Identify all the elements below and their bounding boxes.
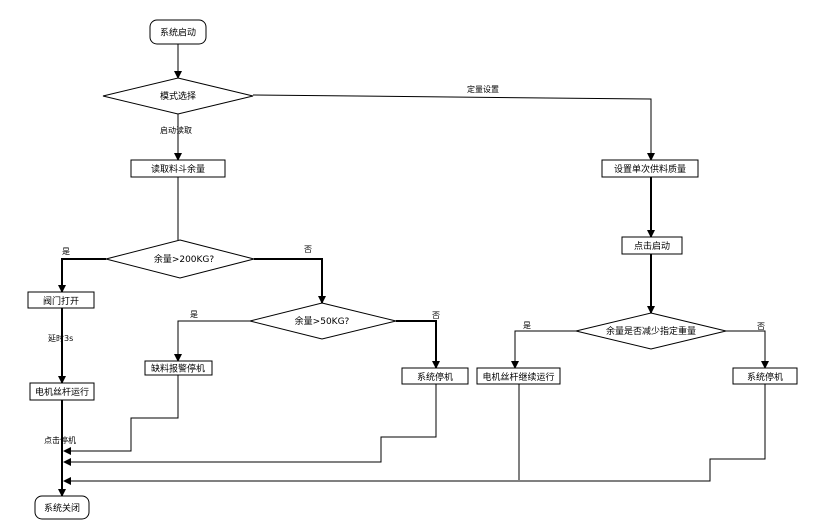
node-check-200: 余量>200KG? bbox=[105, 239, 255, 279]
node-system-stop-right: 系统停机 bbox=[732, 367, 798, 385]
node-check-reduce: 余量是否减少指定重量 bbox=[575, 312, 727, 350]
svg-text:余量>200KG?: 余量>200KG? bbox=[154, 253, 215, 265]
label-yes-reduce: 是 bbox=[523, 321, 531, 330]
label-yes-200: 是 bbox=[62, 247, 70, 256]
svg-text:模式选择: 模式选择 bbox=[160, 90, 196, 102]
svg-text:阀门打开: 阀门打开 bbox=[43, 295, 79, 307]
label-yes-50: 是 bbox=[190, 310, 198, 319]
label-fixed-setting: 定量设置 bbox=[467, 84, 499, 94]
edge-alarm-return bbox=[63, 375, 179, 455]
connectors bbox=[58, 44, 769, 497]
svg-text:余量>50KG?: 余量>50KG? bbox=[295, 315, 350, 327]
label-click-stop: 点击停机 bbox=[44, 435, 76, 445]
node-system-close: 系统关闭 bbox=[34, 495, 90, 520]
svg-text:电机丝杆继续运行: 电机丝杆继续运行 bbox=[482, 371, 554, 383]
label-auto-read: 启动读取 bbox=[160, 125, 192, 135]
edge-check200-no bbox=[254, 258, 326, 304]
label-delay: 延时3s bbox=[48, 333, 73, 343]
node-set-quantity: 设置单次供料质量 bbox=[601, 159, 699, 178]
edge-labels: 定量设置 启动读取 是 否 延时3s 点击停机 是 否 是 否 bbox=[44, 84, 765, 445]
svg-text:缺料报警停机: 缺料报警停机 bbox=[151, 363, 205, 375]
node-click-start: 点击启动 bbox=[621, 236, 683, 255]
node-motor-continue: 电机丝杆继续运行 bbox=[476, 367, 561, 385]
svg-text:点击启动: 点击启动 bbox=[634, 240, 670, 252]
node-motor-run: 电机丝杆运行 bbox=[29, 382, 95, 401]
node-check-50: 余量>50KG? bbox=[249, 302, 397, 340]
node-valve-open: 阀门打开 bbox=[27, 291, 95, 309]
label-no-200: 否 bbox=[304, 245, 312, 254]
label-no-50: 否 bbox=[432, 311, 440, 320]
svg-text:系统停机: 系统停机 bbox=[747, 371, 783, 383]
svg-text:系统停机: 系统停机 bbox=[417, 371, 453, 383]
label-no-reduce: 否 bbox=[757, 322, 765, 331]
edge-stop-right-return bbox=[63, 384, 766, 485]
svg-text:电机丝杆运行: 电机丝杆运行 bbox=[35, 386, 89, 398]
node-start: 系统启动 bbox=[149, 19, 207, 45]
edge-stop-mid-return bbox=[63, 384, 437, 466]
edge-check50-no bbox=[396, 320, 440, 369]
node-shortage-alarm: 缺料报警停机 bbox=[144, 360, 213, 376]
edge-check200-yes bbox=[58, 258, 106, 293]
svg-text:设置单次供料质量: 设置单次供料质量 bbox=[614, 163, 686, 175]
edge-mode-to-set-quantity bbox=[252, 94, 655, 161]
node-mode-select: 模式选择 bbox=[102, 77, 254, 115]
node-read-hopper: 读取料斗余量 bbox=[130, 159, 226, 178]
node-system-stop-mid: 系统停机 bbox=[401, 367, 469, 385]
edge-reduce-yes bbox=[511, 330, 576, 369]
edge-check50-yes bbox=[174, 320, 250, 362]
svg-text:系统关闭: 系统关闭 bbox=[44, 502, 80, 514]
svg-text:读取料斗余量: 读取料斗余量 bbox=[151, 163, 205, 175]
svg-text:系统启动: 系统启动 bbox=[160, 27, 196, 39]
svg-text:余量是否减少指定重量: 余量是否减少指定重量 bbox=[606, 325, 696, 337]
edge-reduce-no bbox=[726, 330, 769, 369]
